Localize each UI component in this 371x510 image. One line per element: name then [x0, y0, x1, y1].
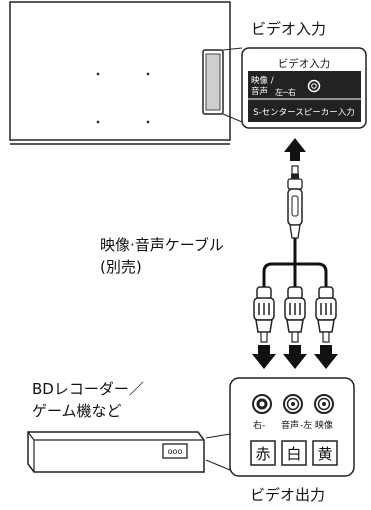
jack-label-video: 映像	[315, 419, 333, 431]
tv-panel-video-text: 映像 /	[251, 75, 274, 86]
callout-line	[222, 113, 243, 123]
output-jack-white	[283, 394, 303, 414]
device-top-edge	[27, 431, 35, 441]
device-terminal-dots: ooo	[168, 447, 183, 456]
rca-plug-yellow	[315, 286, 337, 343]
cable-label-line2: (別売)	[100, 258, 142, 276]
tv-side-slot-inner	[205, 53, 221, 111]
tv-panel-jack-icon	[307, 79, 321, 93]
color-label-red: 赤	[255, 445, 270, 463]
rca-plug-red	[253, 286, 275, 343]
video-output-label: ビデオ出力	[250, 486, 326, 504]
tv-panel-bottom-text: S-センタースピーカー入力	[253, 107, 355, 118]
tv-panel-jack-icon-inner	[311, 83, 317, 89]
device-terminal-box	[162, 443, 188, 459]
up-arrow-icon	[284, 138, 306, 161]
down-arrow-icon	[283, 345, 307, 369]
video-input-label: ビデオ入力	[251, 20, 327, 38]
tv-panel-lr-text: 左─右	[275, 87, 296, 97]
mini-plug-band	[291, 174, 299, 179]
down-arrow-icon	[314, 345, 338, 369]
tv-dot	[96, 72, 100, 76]
tv-panel-title: ビデオ入力	[278, 57, 331, 70]
color-box-white	[281, 440, 307, 466]
jack-label-left: -左	[300, 419, 312, 431]
tv-panel-audio-text: 音声	[251, 86, 268, 97]
device-body	[27, 431, 205, 473]
tv-dot	[96, 120, 100, 124]
callout-line	[205, 459, 231, 471]
color-box-yellow	[312, 440, 338, 466]
tv-dot	[146, 72, 150, 76]
tv-panel-dark	[248, 71, 361, 122]
mini-plug-window	[291, 195, 299, 217]
mini-plug-boot	[289, 224, 301, 239]
mini-plug-tip	[291, 165, 299, 175]
output-jack-red	[252, 394, 272, 414]
device-label-line1: BDレコーダー／	[32, 380, 144, 398]
color-label-white: 白	[286, 445, 301, 463]
device-label-line2: ゲーム機など	[32, 402, 122, 420]
jack-label-right: 右-	[253, 419, 265, 431]
color-box-red	[250, 440, 276, 466]
rca-plug-white	[284, 286, 306, 343]
mini-plug-body	[287, 178, 303, 190]
callout-line	[205, 433, 231, 439]
output-jack-yellow	[314, 394, 334, 414]
cable-label-line1: 映像·音声ケーブル	[100, 236, 224, 254]
tv-body	[9, 1, 231, 141]
color-label-yellow: 黄	[317, 445, 332, 463]
down-arrow-icon	[252, 345, 276, 369]
callout-line	[222, 47, 243, 51]
jack-label-audio: 音声	[281, 419, 299, 431]
tv-dot	[146, 120, 150, 124]
